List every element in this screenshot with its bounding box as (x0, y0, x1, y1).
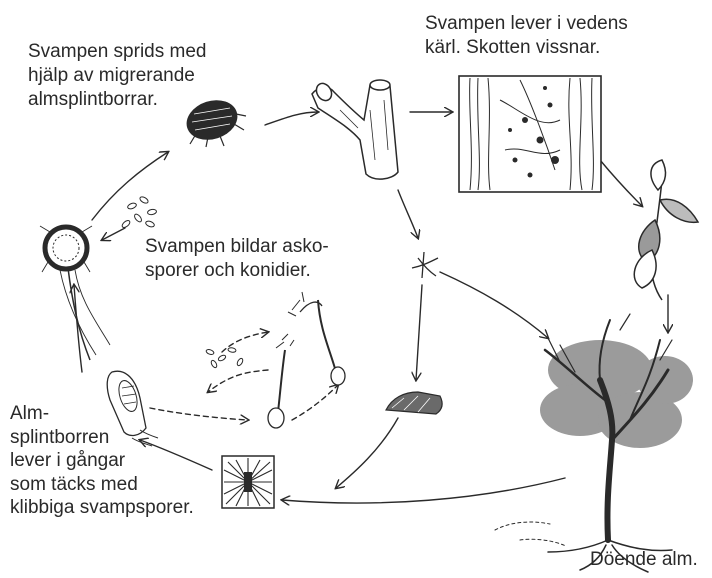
arrow-tree-to-gallery (282, 478, 565, 503)
vessel-section-icon (459, 76, 601, 192)
bark-piece-icon (386, 392, 442, 414)
arrow-bark-to-gallery (336, 418, 398, 488)
arrow-spores-to-perithecium (102, 228, 125, 240)
gallery-square-icon (222, 456, 274, 508)
arrow-beetle-to-branch (265, 112, 318, 125)
branch-icon (312, 80, 398, 179)
sprout-piece-icon (412, 252, 438, 278)
dying-elm-tree-icon (495, 314, 693, 572)
arrow-vessels-to-leaves (600, 160, 642, 206)
arrow-branch-down (398, 190, 418, 238)
arrow-to-bark-piece (416, 285, 422, 380)
wilted-leaves-icon (634, 160, 698, 300)
arrow-gallery-to-beetle (140, 440, 212, 470)
dashed-arrow-beetle-to-stalk (150, 408, 248, 420)
conidiophore-icon (268, 292, 345, 428)
arrow-perithecium-to-beetle (92, 152, 168, 220)
dashed-arrow-stalk-right (292, 385, 338, 420)
beetle-icon (181, 94, 246, 147)
ascospores-icon (121, 196, 157, 229)
arrow-to-tree (440, 272, 548, 338)
dashed-arrow-conidia-left (208, 370, 268, 392)
